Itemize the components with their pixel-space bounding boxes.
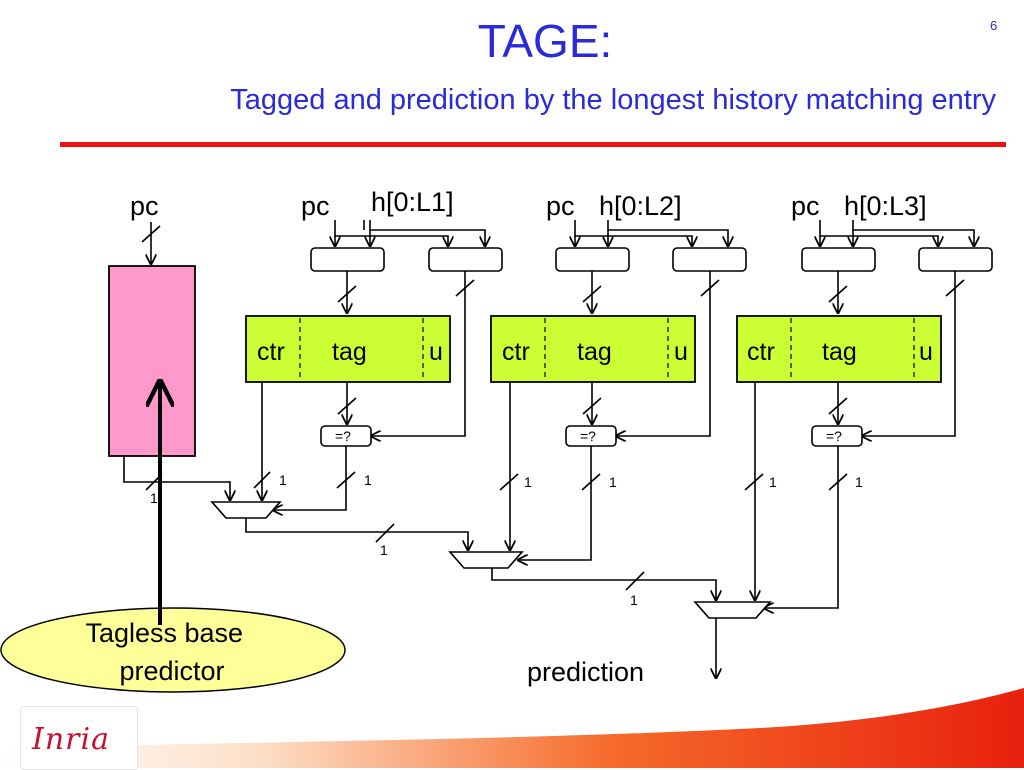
u-field: u — [919, 338, 933, 366]
ctr-width-label: 1 — [769, 474, 777, 490]
history-label: h[0:L3] — [844, 191, 927, 221]
index-hash-box — [801, 247, 876, 272]
prediction-label: prediction — [527, 657, 644, 687]
tagged-table — [490, 315, 696, 383]
index-hash-box — [555, 247, 630, 272]
mux-2 — [448, 551, 524, 569]
tagged-table — [736, 315, 942, 383]
mux2-output-width: 1 — [630, 592, 638, 608]
hit-width-label: 1 — [364, 472, 372, 488]
callout-ellipse — [0, 607, 346, 693]
pc-label: pc — [301, 191, 330, 221]
ctr-field: ctr — [257, 338, 285, 366]
index-hash-box — [310, 247, 385, 272]
tagged-table — [245, 315, 451, 383]
tag-hash-box — [672, 247, 747, 272]
logo-panel — [20, 706, 138, 770]
ctr-field: ctr — [747, 338, 775, 366]
tag-compare-box — [811, 425, 863, 447]
mux1-output-width: 1 — [380, 542, 388, 558]
slide-subtitle: Tagged and prediction by the longest his… — [230, 84, 996, 116]
hit-width-label: 1 — [855, 474, 863, 490]
mux-3 — [693, 601, 772, 619]
title-rule — [60, 142, 1006, 147]
page-number: 6 — [990, 18, 998, 33]
base-pc-label: pc — [130, 191, 159, 221]
compare-label: =? — [826, 428, 842, 444]
ctr-field: ctr — [502, 338, 530, 366]
inria-logo: Inria — [32, 722, 110, 757]
compare-label: =? — [335, 428, 351, 444]
callout-line-1: Tagless base — [85, 618, 243, 648]
ctr-width-label: 1 — [524, 474, 532, 490]
hit-width-label: 1 — [609, 474, 617, 490]
base-output-width: 1 — [150, 490, 158, 506]
footer-band — [0, 688, 1024, 768]
compare-label: =? — [580, 428, 596, 444]
tag-field: tag — [822, 338, 857, 366]
u-field: u — [429, 338, 443, 366]
tag-field: tag — [577, 338, 612, 366]
tag-field: tag — [332, 338, 367, 366]
u-field: u — [674, 338, 688, 366]
pc-label: pc — [791, 191, 820, 221]
tag-hash-box — [428, 247, 503, 272]
mux-1 — [210, 501, 282, 519]
pc-label: pc — [546, 191, 575, 221]
history-label: h[0:L2] — [599, 191, 682, 221]
callout-line-2: predictor — [119, 656, 224, 686]
history-label: h[0:L1] — [371, 187, 454, 217]
ctr-width-label: 1 — [279, 472, 287, 488]
tag-hash-box — [918, 247, 993, 272]
callout-text: Tagless base predictor — [85, 618, 250, 686]
slide-title: TAGE: — [477, 15, 613, 67]
base-predictor-table — [108, 265, 196, 457]
